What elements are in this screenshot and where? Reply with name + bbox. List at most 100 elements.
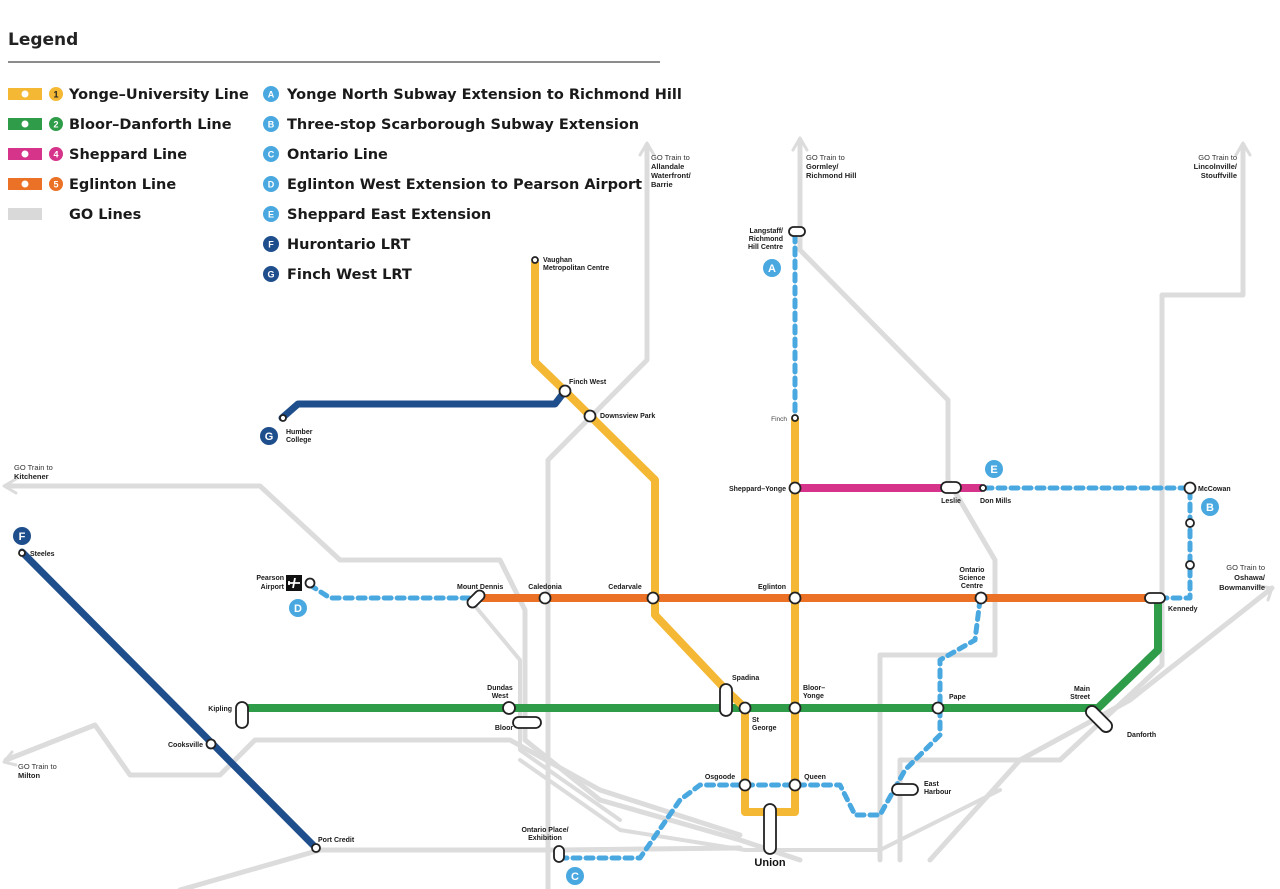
station-don-mills[interactable] xyxy=(979,484,987,492)
legend-project-c: C Ontario Line xyxy=(263,146,388,163)
svg-text:A: A xyxy=(268,90,275,100)
svg-text:George: George xyxy=(752,725,777,732)
svg-text:Queen: Queen xyxy=(804,774,826,781)
go-destination-labels: GO Train to Allandale Waterfront/ Barrie… xyxy=(14,153,1266,780)
airplane-icon xyxy=(286,575,302,591)
station-kipling[interactable] xyxy=(235,701,249,729)
station-steeles[interactable] xyxy=(18,549,26,557)
svg-text:GO Train to: GO Train to xyxy=(651,153,690,162)
svg-text:Bowmanville: Bowmanville xyxy=(1219,583,1265,592)
line-1-badge xyxy=(49,87,63,101)
svg-text:Milton: Milton xyxy=(18,771,40,780)
svg-text:Kitchener: Kitchener xyxy=(14,472,49,481)
project-c-line xyxy=(557,597,983,861)
svg-text:Sheppard Line: Sheppard Line xyxy=(69,147,187,163)
svg-text:Richmond Hill: Richmond Hill xyxy=(806,171,856,180)
svg-text:C: C xyxy=(268,150,275,160)
svg-text:Kennedy: Kennedy xyxy=(1168,606,1198,613)
station-bloor[interactable] xyxy=(512,716,542,729)
station-mccowan[interactable] xyxy=(1183,481,1197,495)
station-b-mid1[interactable] xyxy=(1185,518,1195,528)
station-pape[interactable] xyxy=(931,701,945,715)
stations xyxy=(18,226,1197,863)
station-science-centre[interactable] xyxy=(974,591,988,605)
go-arrow-milton xyxy=(2,750,18,767)
legend-project-f: F Hurontario LRT xyxy=(263,236,410,253)
station-main-danforth[interactable] xyxy=(1083,703,1114,734)
station-queen[interactable] xyxy=(788,778,802,792)
svg-text:Vaughan: Vaughan xyxy=(543,257,572,264)
station-caledonia[interactable] xyxy=(538,591,552,605)
svg-text:A: A xyxy=(768,263,776,275)
svg-text:Allandale: Allandale xyxy=(651,162,684,171)
svg-text:GO Train to: GO Train to xyxy=(14,463,53,472)
svg-text:E: E xyxy=(268,210,274,220)
station-cooksville[interactable] xyxy=(205,738,217,750)
station-humber[interactable] xyxy=(279,414,287,422)
proposed-lines xyxy=(307,232,1193,861)
svg-text:Barrie: Barrie xyxy=(651,180,673,189)
svg-text:Mount Dennis: Mount Dennis xyxy=(457,584,503,591)
station-sheppard-yonge[interactable] xyxy=(788,481,802,495)
svg-text:B: B xyxy=(268,120,275,130)
station-union[interactable] xyxy=(763,803,777,855)
station-eglinton[interactable] xyxy=(788,591,802,605)
svg-text:West: West xyxy=(492,693,509,700)
finch-west-lrt xyxy=(278,387,569,422)
svg-text:Finch West LRT: Finch West LRT xyxy=(287,267,412,283)
svg-text:St: St xyxy=(752,717,760,724)
station-leslie[interactable] xyxy=(940,481,962,494)
station-bloor-yonge[interactable] xyxy=(788,701,802,715)
station-downsview[interactable] xyxy=(583,409,597,423)
svg-text:G: G xyxy=(265,431,274,443)
badge-f: F xyxy=(13,527,31,545)
station-ontario-place[interactable] xyxy=(553,845,565,863)
station-kennedy[interactable] xyxy=(1144,592,1166,604)
station-labels: Langstaff/ Richmond Hill Centre Vaughan … xyxy=(30,228,1231,869)
svg-text:Union: Union xyxy=(754,857,785,869)
station-spadina[interactable] xyxy=(719,683,733,717)
go-line-milton xyxy=(3,722,743,838)
station-vaughan[interactable] xyxy=(531,256,539,264)
station-finch-west[interactable] xyxy=(558,384,572,398)
station-st-george[interactable] xyxy=(738,701,752,715)
svg-text:Cedarvale: Cedarvale xyxy=(608,584,642,591)
line-4-badge xyxy=(49,147,63,161)
station-port-credit[interactable] xyxy=(311,843,321,853)
svg-text:Street: Street xyxy=(1070,694,1091,701)
station-dundas-west[interactable] xyxy=(502,701,516,715)
svg-text:Lincolnville/: Lincolnville/ xyxy=(1194,162,1238,171)
svg-text:College: College xyxy=(286,437,311,444)
go-arrow-richmond-hill xyxy=(791,136,809,152)
svg-text:Main: Main xyxy=(1074,686,1090,693)
svg-text:Eglinton West Extension to Pea: Eglinton West Extension to Pearson Airpo… xyxy=(287,177,642,193)
station-osgoode[interactable] xyxy=(738,778,752,792)
go-line-barrie xyxy=(545,142,650,889)
station-pearson[interactable] xyxy=(304,577,316,589)
svg-text:Harbour: Harbour xyxy=(924,789,952,796)
svg-text:Bloor–Danforth Line: Bloor–Danforth Line xyxy=(69,117,232,133)
station-cedarvale[interactable] xyxy=(646,591,660,605)
line-2-badge xyxy=(49,117,63,131)
svg-text:Bloor: Bloor xyxy=(495,725,514,732)
go-lines xyxy=(2,136,1275,889)
badge-a: A xyxy=(763,259,781,277)
station-east-harbour[interactable] xyxy=(891,783,919,796)
svg-text:Metropolitan Centre: Metropolitan Centre xyxy=(543,265,609,272)
station-mount-dennis[interactable] xyxy=(465,588,486,609)
svg-text:Eglinton Line: Eglinton Line xyxy=(69,177,176,193)
svg-text:Hurontario LRT: Hurontario LRT xyxy=(287,237,410,253)
svg-text:Oshawa/: Oshawa/ xyxy=(1234,573,1266,582)
badge-c: C xyxy=(566,867,584,885)
svg-text:Bloor–: Bloor– xyxy=(803,685,825,692)
svg-text:Hill Centre: Hill Centre xyxy=(748,244,783,251)
svg-text:GO Train to: GO Train to xyxy=(806,153,845,162)
svg-text:Langstaff/: Langstaff/ xyxy=(750,228,784,235)
station-finch[interactable] xyxy=(791,414,799,422)
svg-text:Yonge–University Line: Yonge–University Line xyxy=(68,87,249,103)
svg-text:D: D xyxy=(294,603,302,615)
svg-text:Science: Science xyxy=(959,575,986,582)
station-langstaff[interactable] xyxy=(788,226,806,237)
station-b-mid2[interactable] xyxy=(1185,560,1195,570)
